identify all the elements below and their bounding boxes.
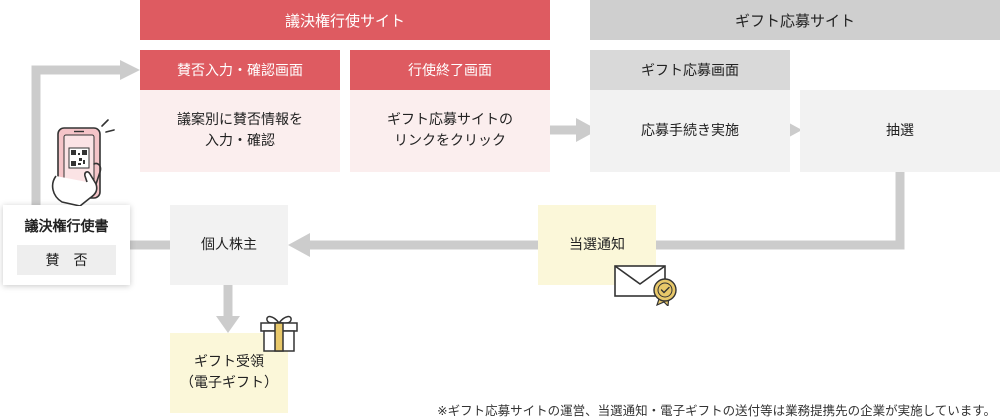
gift-received-text: ギフト受領 （電子ギフト） (180, 354, 278, 391)
shareholder-box: 個人株主 (170, 205, 288, 285)
lottery-text: 抽選 (886, 122, 914, 139)
gift-box-icon (260, 315, 298, 352)
vote-pill: 賛否 (17, 245, 116, 275)
winner-notice-box: 当選通知 (538, 205, 656, 285)
gift-apply-header: ギフト応募画面 (590, 50, 790, 90)
input-screen-header: 賛否入力・確認画面 (140, 50, 340, 90)
gift-site-title: ギフト応募サイト (734, 11, 855, 30)
footnote: ※ギフト応募サイトの運営、当選通知・電子ギフトの送付等は業務提携先の企業が実施し… (437, 403, 996, 418)
gift-site-header: ギフト応募サイト (590, 0, 1000, 40)
arrowhead (288, 233, 310, 257)
envelope-seal-icon (614, 265, 677, 306)
arrowhead (576, 118, 598, 142)
finish-screen-title: 行使終了画面 (408, 63, 492, 79)
lottery-box: 抽選 (800, 90, 1000, 172)
gift-apply-title: ギフト応募画面 (641, 63, 739, 79)
arrowhead (120, 60, 140, 80)
finish-screen-text: ギフト応募サイトの リンクをクリック (387, 112, 513, 149)
input-screen-box: 議案別に賛否情報を 入力・確認 (140, 90, 340, 172)
voting-form-title: 議決権行使書 (24, 219, 109, 235)
voting-site-title: 議決権行使サイト (284, 11, 405, 30)
arrowhead (216, 316, 240, 333)
voting-site-header: 議決権行使サイト (140, 0, 550, 40)
vote-label: 賛否 (45, 253, 102, 269)
arrow-lottery-to-notice (656, 172, 905, 250)
shareholder-text: 個人株主 (201, 236, 257, 253)
smartphone-qr-icon (51, 119, 115, 206)
input-screen-text: 議案別に賛否情報を 入力・確認 (177, 112, 303, 149)
voting-form-card: 議決権行使書 賛否 (3, 205, 130, 285)
input-screen-title: 賛否入力・確認画面 (177, 63, 303, 79)
arrow-form-to-input (31, 65, 122, 205)
gift-apply-box: 応募手続き実施 (590, 90, 790, 172)
finish-screen-header: 行使終了画面 (350, 50, 550, 90)
finish-screen-box: ギフト応募サイトの リンクをクリック (350, 90, 550, 172)
winner-notice-text: 当選通知 (569, 236, 625, 253)
gift-apply-text: 応募手続き実施 (641, 122, 739, 139)
